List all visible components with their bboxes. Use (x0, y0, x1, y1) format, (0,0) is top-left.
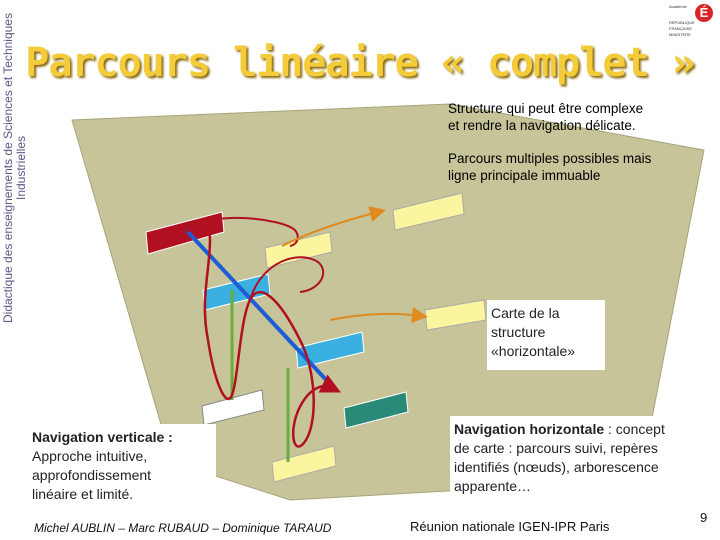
carte-line2: structure (491, 324, 546, 340)
footer-meeting: Réunion nationale IGEN-IPR Paris (410, 519, 610, 534)
carte-line1: Carte de la (491, 305, 560, 321)
page-number: 9 (700, 510, 708, 525)
node-yellow-right (424, 299, 487, 331)
logo-top-text: Académie (669, 4, 687, 9)
note-structure-line1: Structure qui peut être complexe (448, 101, 644, 116)
navigation-path (185, 224, 341, 448)
carte-box: Carte de la structure «horizontale» (487, 300, 605, 370)
vertical-title: Navigation verticale : (32, 429, 173, 445)
navigation-path-loop (249, 256, 325, 301)
horizontal-line3: apparente… (454, 478, 532, 494)
node-teal (343, 391, 409, 429)
node-white (201, 389, 265, 426)
vertical-line1: Approche intuitive, (32, 448, 148, 464)
orange-arrow-top (281, 206, 386, 247)
vertical-line3: linéaire et limité. (32, 486, 134, 502)
logo-line-1: RÉPUBLIQUE (669, 20, 695, 25)
orange-arrow-right (329, 307, 428, 323)
logo-letter: É (695, 4, 713, 22)
note-structure: Structure qui peut être complexe et rend… (448, 100, 643, 134)
logo-line-3: MINISTÈRE (669, 32, 691, 37)
horizontal-line1: de carte : parcours suivi, repères (454, 440, 658, 456)
carte-line3: «horizontale» (491, 343, 576, 359)
node-yellow-mid (264, 231, 333, 269)
vertical-line2: approfondissement (32, 467, 152, 483)
horizontal-title-suffix: : concept (604, 421, 665, 437)
navigation-path-upper (189, 216, 299, 247)
footer-authors: Michel AUBLIN – Marc RUBAUD – Dominique … (34, 521, 332, 535)
note-multiples: Parcours multiples possibles mais ligne … (448, 150, 651, 184)
horizontal-title: Navigation horizontale (454, 421, 605, 437)
horizontal-line2: identifiés (nœuds), arborescence (454, 459, 659, 475)
note-multiples-line2: ligne principale immuable (448, 168, 601, 183)
logo-line-2: FRANÇAISE (669, 26, 692, 31)
note-multiples-line1: Parcours multiples possibles mais (448, 151, 652, 166)
node-yellow-bottom (271, 445, 337, 483)
ministry-logo: Académie É RÉPUBLIQUE FRANÇAISE MINISTÈR… (655, 2, 715, 48)
page-title: Parcours linéaire « complet » (25, 40, 695, 86)
node-yellow-top (392, 192, 465, 231)
node-cyan-2 (295, 331, 365, 369)
note-structure-line2: et rendre la navigation délicate. (448, 118, 636, 133)
vertical-navigation-box: Navigation verticale : Approche intuitiv… (28, 424, 216, 512)
horizontal-navigation-box: Navigation horizontale : concept de cart… (450, 416, 708, 506)
